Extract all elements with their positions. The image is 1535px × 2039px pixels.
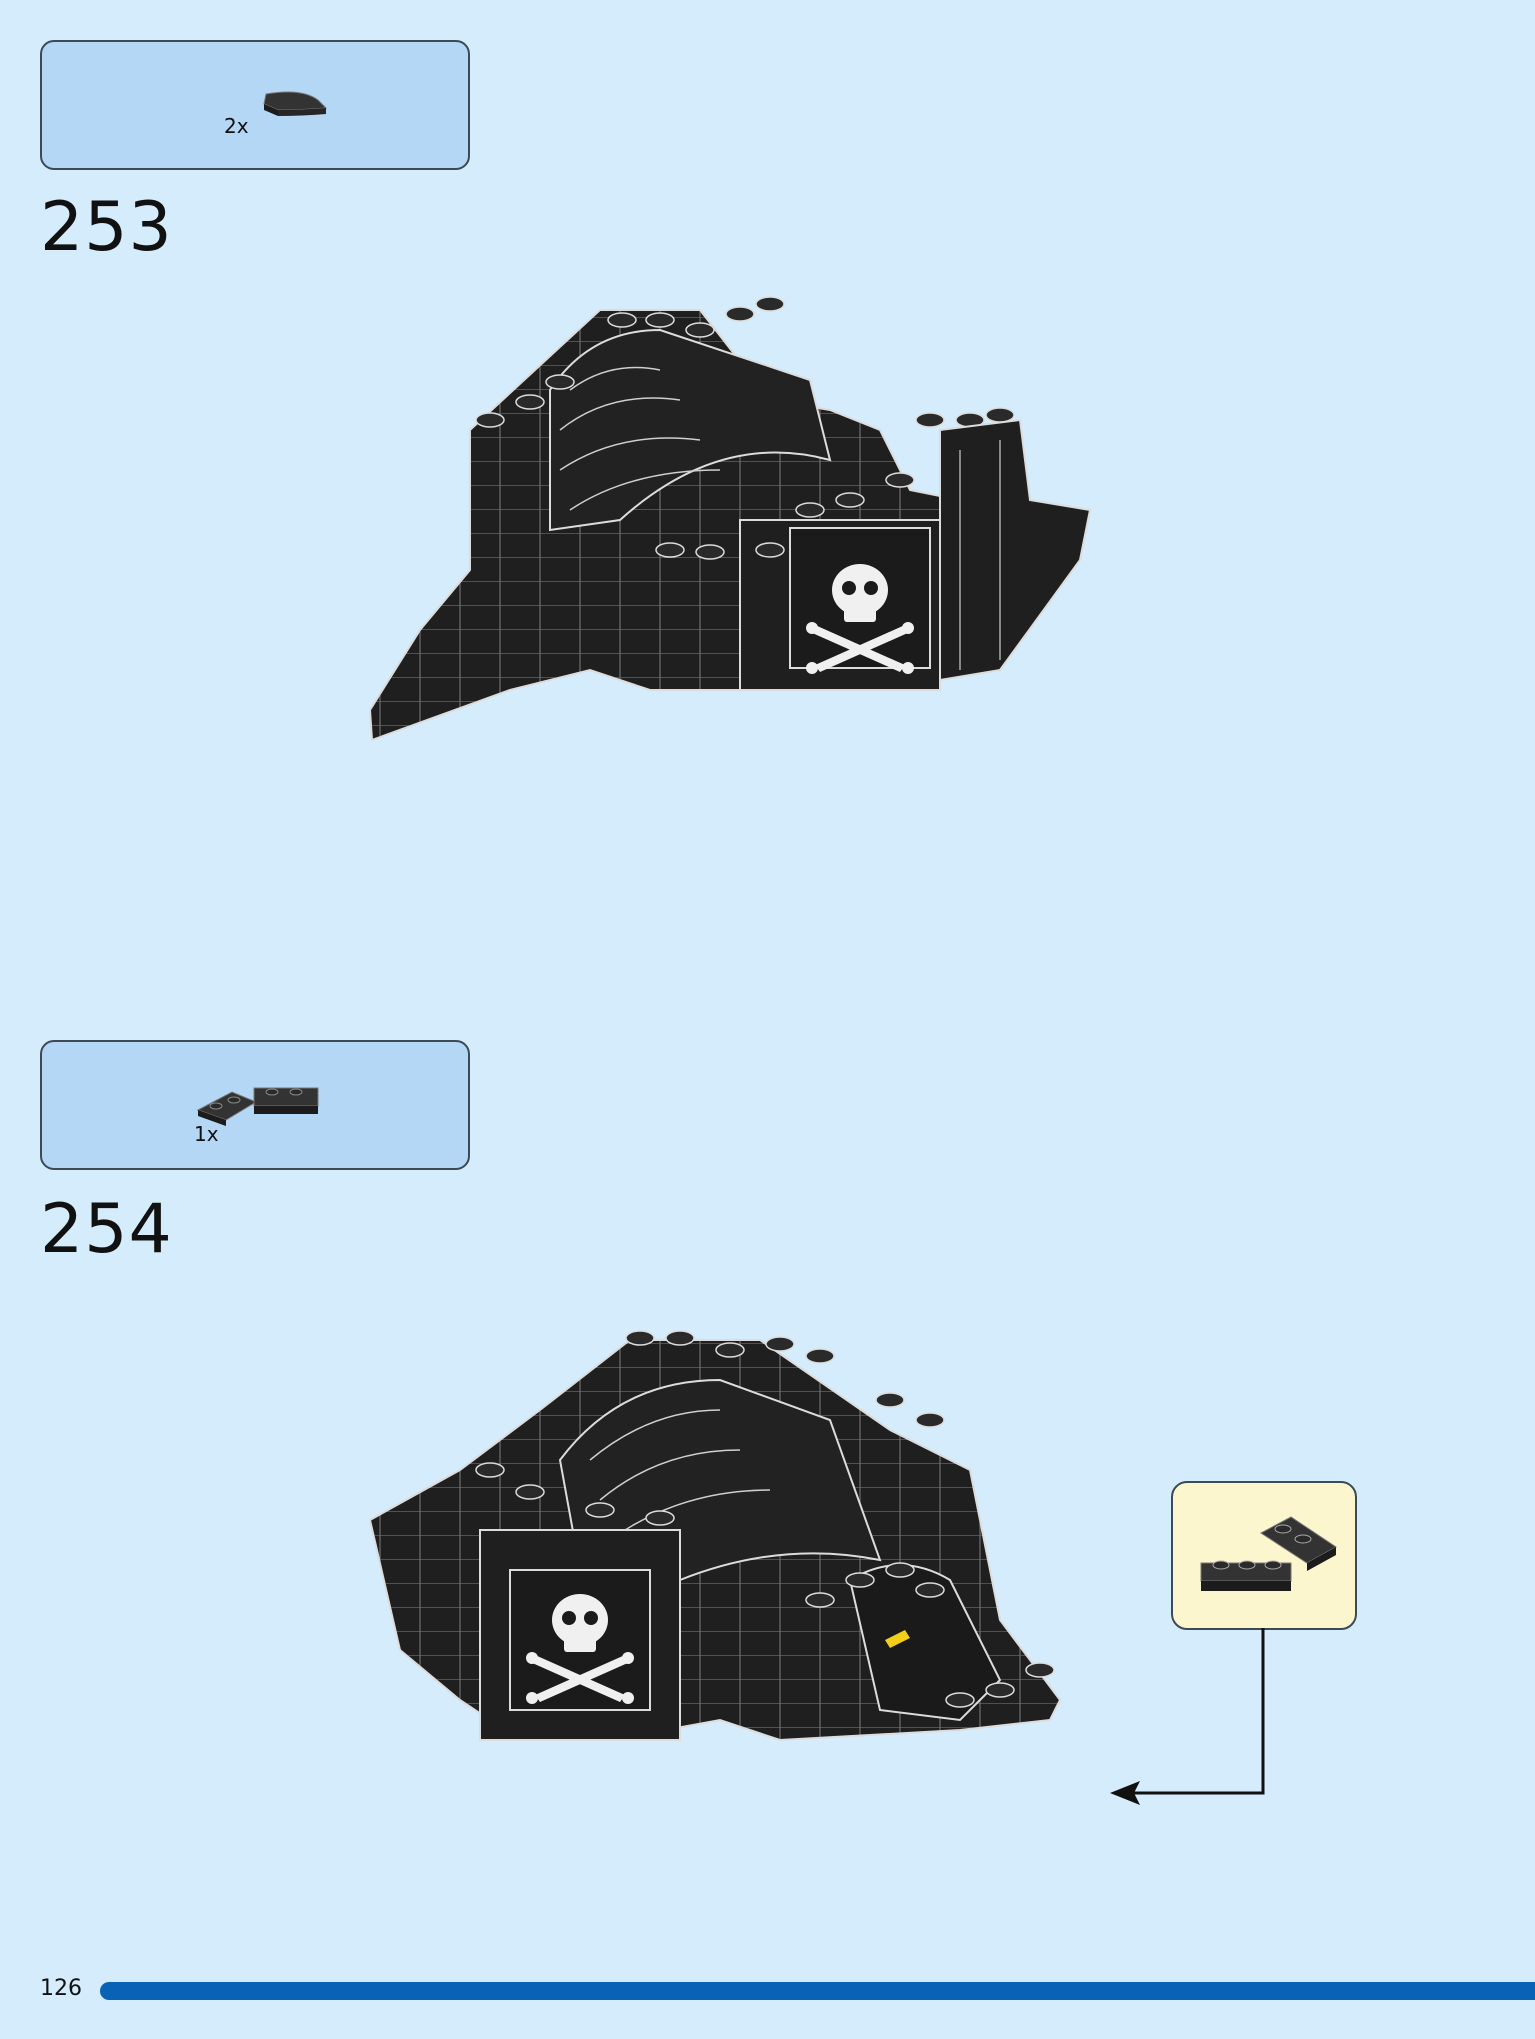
part-quantity: 2x	[224, 114, 249, 138]
plate-assembly-icon	[1200, 1516, 1337, 1591]
sub-assembly-callout	[1171, 1481, 1357, 1630]
assembly-illustration-253	[368, 296, 1092, 742]
parts-list-253: 2x	[40, 40, 470, 170]
page-number: 126	[40, 1976, 82, 2001]
part-quantity: 1x	[194, 1122, 219, 1146]
step-number: 254	[40, 1190, 173, 1269]
parts-list-254: 1x	[40, 1040, 470, 1170]
assembly-illustration-254	[368, 1330, 1062, 1742]
callout-pointer-arrow	[1110, 1628, 1265, 1805]
plate-with-hinge-icon	[196, 1087, 319, 1126]
step-number: 253	[40, 188, 173, 267]
footer-progress-bar	[100, 1982, 1535, 2000]
curved-slope-brick-icon	[263, 91, 328, 116]
